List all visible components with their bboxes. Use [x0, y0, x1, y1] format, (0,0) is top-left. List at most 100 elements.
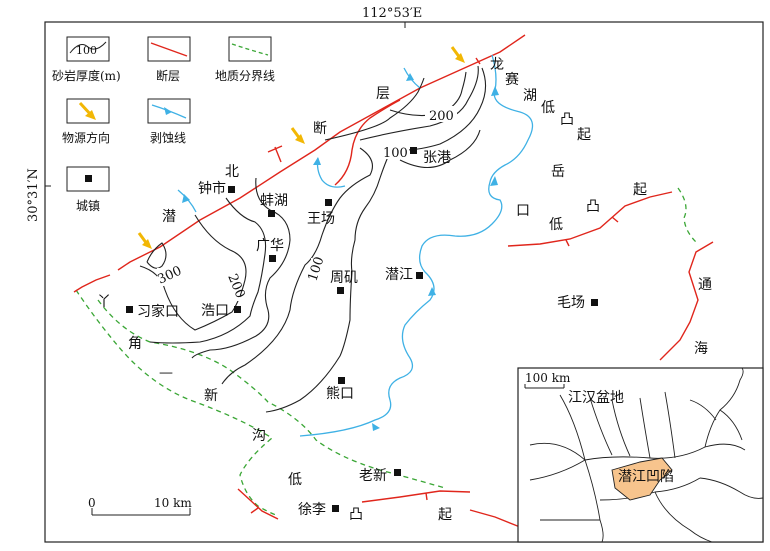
town-label-benghu: 蚌湖: [260, 193, 288, 209]
erosion-markers: [182, 73, 499, 431]
town-haokou-marker: [234, 306, 241, 313]
town-zhongshi-marker: [228, 186, 235, 193]
scale-zero: 0: [88, 496, 96, 510]
west-fault: [73, 274, 111, 293]
town-label-xijiakou: 习家口: [137, 303, 179, 320]
longitude-label: 112°53′E: [362, 6, 422, 21]
yuekou-char-4: 凸: [586, 199, 600, 215]
legend-label-erosion: 剥蚀线: [150, 131, 186, 145]
town-label-zhongshi: 钟市: [198, 180, 226, 197]
contour-label-100-center: 100: [306, 255, 328, 283]
town-label-xiongkou: 熊口: [326, 386, 354, 402]
legend-box-boundary: [228, 36, 272, 62]
geologic-boundaries: [75, 187, 699, 516]
erosion-marker-icon: [164, 107, 172, 115]
contour-labels: 200 100 300 200 100: [155, 106, 457, 301]
north-fault-char-1: 潜: [162, 209, 176, 225]
town-xuli-marker: [332, 505, 339, 512]
longsai-char-2: 赛: [505, 72, 519, 88]
town-label-xuli: 徐李: [298, 502, 326, 518]
legend-contour-line: [69, 41, 107, 54]
yuekou-char-3: 低: [549, 217, 563, 233]
town-zhanggang-marker: [410, 147, 417, 154]
inner-fault: [334, 99, 401, 186]
north-fault-char-2: 北: [225, 164, 239, 180]
contour-label-100-north: 100: [383, 146, 408, 161]
town-label-laoxin: 老新: [359, 468, 387, 484]
faults: [73, 34, 714, 528]
town-label-zhanggang: 张港: [423, 150, 451, 166]
inset-depression-label: 潜江凹陷: [618, 469, 674, 485]
source-arrow-icon: [450, 46, 465, 63]
legend-boundary-line: [231, 43, 269, 56]
contour-label-200-north: 200: [429, 109, 454, 124]
south-fault: [361, 490, 471, 503]
south-uplift-char-1: 低: [288, 472, 302, 488]
north-fault-char-3: 断: [313, 121, 327, 137]
town-label-maochang: 毛场: [557, 295, 585, 311]
town-label-wangchang: 王场: [307, 211, 335, 227]
town-xijiakou-marker: [126, 306, 133, 313]
town-guanghua-marker: [269, 255, 276, 262]
town-xiongkou-marker: [338, 377, 345, 384]
yajiao-char-1: 丫: [97, 294, 111, 310]
legend-label-boundary: 地质分界线: [215, 69, 275, 83]
yuekou-char-5: 起: [633, 182, 647, 198]
longsai-char-1: 龙: [490, 57, 504, 73]
town-label-haokou: 浩口: [201, 303, 229, 319]
town-label-guanghua: 广华: [256, 238, 284, 254]
town-label-zhouji: 周矶: [330, 270, 358, 286]
sand-thickness-contours: [139, 65, 487, 413]
source-arrow-icon: [290, 127, 305, 144]
inset-boundaries: [529, 367, 764, 543]
town-maochang-marker: [591, 299, 598, 306]
source-arrows: [137, 46, 465, 249]
inset-basin-label: 江汉盆地: [568, 390, 624, 406]
north-fault-char-4: 层: [376, 86, 390, 102]
map-frame: [44, 21, 764, 543]
longsai-char-6: 起: [577, 127, 591, 143]
qianbei-fault: [117, 34, 526, 271]
yajiao-char-2: 角: [128, 336, 142, 352]
inset-frame: [517, 367, 764, 543]
source-arrow-icon: [137, 232, 152, 249]
legend-label-fault: 断层: [156, 68, 180, 83]
town-qianjiang-marker: [416, 272, 423, 279]
south-uplift-char-3: 起: [438, 507, 452, 523]
legend: 100 砂岩厚度(m) 断层 地质分界线 物源方向 剥蚀线 城镇: [52, 36, 275, 213]
erosion-lines: [177, 54, 534, 437]
scale-label: 10 km: [154, 496, 192, 510]
tonghai-char-2: 海: [694, 341, 708, 357]
south-uplift-char-2: 凸: [349, 507, 363, 523]
tonghai-fault: [659, 241, 714, 361]
tonghai-char-1: 通: [698, 277, 712, 293]
towns: 钟市 蚌湖 王场 张港 广华 浩口 习家口 周矶 潜江 毛场 熊口 老新 徐李: [126, 147, 598, 518]
southeast-fault: [469, 509, 521, 528]
legend-fault-line: [150, 42, 188, 57]
yajiao-char-4: 新: [204, 388, 218, 404]
yajiao-char-5: 沟: [252, 428, 266, 444]
legend-contour-sample: 100: [76, 44, 97, 57]
qianjiang-depression-shape: [611, 457, 673, 501]
scale-bar: 0 10 km: [88, 496, 192, 516]
latitude-label: 30°31′N: [26, 168, 41, 222]
yuekou-fault: [507, 191, 673, 247]
legend-label-source: 物源方向: [62, 130, 110, 145]
southwest-fault: [237, 488, 279, 520]
inset-scale-label: 100 km: [525, 371, 571, 385]
longsai-char-5: 凸: [560, 112, 574, 128]
yuekou-char-1: 岳: [551, 164, 565, 180]
town-benghu-marker: [268, 210, 275, 217]
legend-label-sand-thickness: 砂岩厚度(m): [52, 68, 121, 83]
legend-label-town: 城镇: [76, 199, 100, 213]
longsai-char-3: 湖: [523, 88, 537, 104]
yajiao-char-3: —: [159, 365, 173, 381]
town-laoxin-marker: [394, 469, 401, 476]
longsai-char-4: 低: [541, 100, 555, 116]
town-zhouji-marker: [337, 287, 344, 294]
inset-map: 100 km 江汉盆地 潜江凹陷: [517, 367, 764, 543]
town-wangchang-marker: [325, 199, 332, 206]
source-arrow-icon: [78, 101, 96, 120]
town-label-qianjiang: 潜江: [385, 267, 413, 283]
